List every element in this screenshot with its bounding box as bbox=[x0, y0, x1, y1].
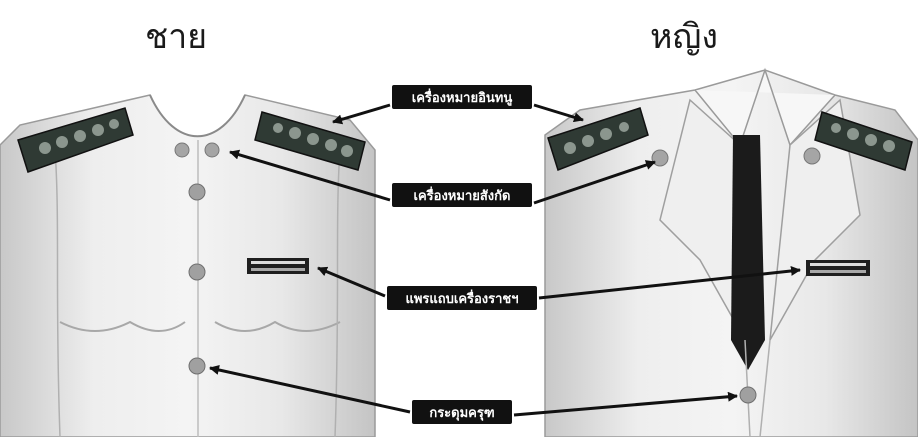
label-ribbon: แพรแถบเครื่องราชฯ bbox=[387, 286, 537, 310]
label-ribbon-text: แพรแถบเครื่องราชฯ bbox=[405, 289, 518, 307]
button-male-1 bbox=[189, 184, 205, 200]
label-affiliation: เครื่องหมายสังกัด bbox=[392, 183, 532, 207]
affiliation-insignia-female-right bbox=[804, 148, 820, 164]
collar-insignia-male-left bbox=[175, 143, 189, 157]
button-female bbox=[740, 387, 756, 403]
ribbon-bar-female bbox=[806, 260, 870, 276]
label-buttons-text: กระดุมครุฑ bbox=[429, 406, 494, 421]
button-male-2 bbox=[189, 264, 205, 280]
label-affiliation-text: เครื่องหมายสังกัด bbox=[414, 186, 511, 204]
arrow-insignia-male bbox=[333, 105, 390, 122]
label-buttons: กระดุมครุฑ bbox=[412, 400, 512, 424]
button-male-3 bbox=[189, 358, 205, 374]
ribbon-bar-male bbox=[247, 258, 309, 274]
collar-insignia-male-right bbox=[205, 143, 219, 157]
title-male: ชาย bbox=[145, 17, 207, 57]
label-insignia: เครื่องหมายอินทนู bbox=[392, 85, 532, 109]
title-female: หญิง bbox=[650, 17, 718, 57]
label-insignia-text: เครื่องหมายอินทนู bbox=[412, 88, 513, 106]
